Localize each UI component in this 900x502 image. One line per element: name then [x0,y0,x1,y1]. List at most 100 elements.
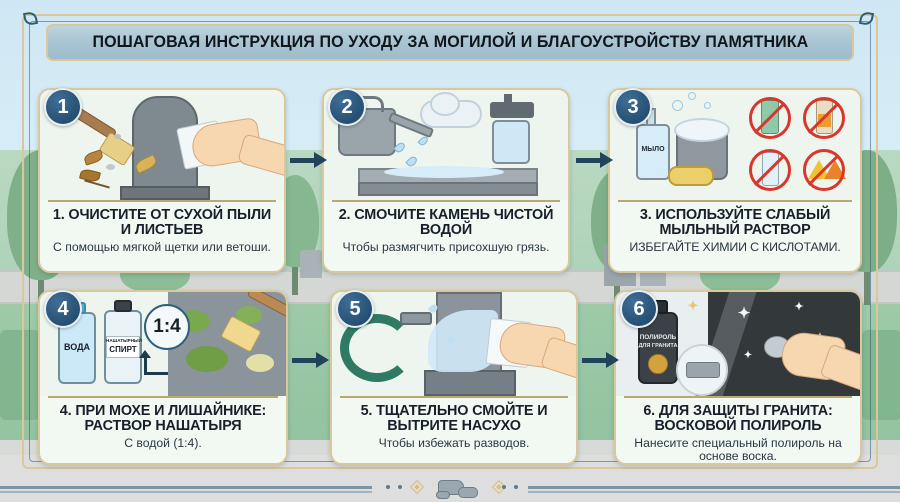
background-gravestone-icon [300,250,322,278]
page-title-bar: ПОШАГОВАЯ ИНСТРУКЦИЯ ПО УХОДУ ЗА МОГИЛОЙ… [46,24,854,61]
moss-stone-icon [168,292,286,396]
step-3-subtitle: ИЗБЕГАЙТЕ ХИМИИ С КИСЛОТАМИ. [629,239,841,254]
step-1-title: 1. ОЧИСТИТЕ ОТ СУХОЙ ПЫЛИ И ЛИСТЬЕВ [52,207,272,239]
step-card-6[interactable]: ✦ ✦ ✦ ✦ ✦ ПОЛИРОЛЬ ДЛЯ ГРАНИТА 6. ДЛЯ ЗА… [614,290,862,465]
ammonia-label-line1: НАШАТЫРНЫЙ [106,338,142,343]
water-bottle-label: ВОДА [63,342,91,352]
rule-line-icon [0,491,372,493]
leaf-finial-icon [22,10,40,34]
sparkle-icon: ✦ [743,350,753,361]
ammonia-label-box [106,336,140,358]
dust-icon [106,164,115,170]
prohibited-hazard-icon [800,146,848,194]
sponge-icon [668,166,714,186]
prohibited-acid-icon [746,146,794,194]
step-badge-5: 5 [336,290,374,328]
stone-icon [458,487,478,498]
step-1-subtitle: С помощью мягкой щетки или ветоши. [53,239,271,254]
hedge-icon [0,330,40,420]
rule-line-icon [528,486,900,489]
step-card-5[interactable]: 5. ТЩАТЕЛЬНО СМОЙТЕ И ВЫТРИТЕ НАСУХО Что… [330,290,578,465]
spray-nozzle-icon [490,102,534,118]
diamond-ornament-icon [409,479,425,495]
up-arrow-head [139,350,151,358]
bubbles-icon [688,92,696,100]
step-card-1[interactable]: 1. ОЧИСТИТЕ ОТ СУХОЙ ПЫЛИ И ЛИСТЬЕВ С по… [38,88,286,273]
sparkle-icon: ✦ [737,305,751,322]
polish-label-line1: ПОЛИРОЛЬ [639,334,677,341]
ammonia-cap-icon [114,300,132,312]
card-divider [48,200,276,202]
arrow-step2-to-step3 [576,152,616,169]
step-card-4[interactable]: ВОДА НАШАТЫРНЫЙ СПИРТ 1:4 4. ПРИ МОХЕ И … [38,290,288,465]
dot-ornament-icon [398,485,402,489]
step-6-subtitle: Нанесите специальный полироль на основе … [634,435,842,464]
step-4-subtitle: С водой (1:4). [124,435,202,450]
step-card-3[interactable]: МЫЛО [608,88,862,273]
prohibition-sign [803,149,845,191]
forearm-icon [236,133,284,177]
gravestone-base-icon [424,370,516,396]
bubbles-icon [704,102,711,109]
stone-slab-side-icon [358,182,538,196]
lichen-patch-icon [246,354,274,372]
dry-leaf-icon [82,149,105,166]
step-badge-2: 2 [328,88,366,126]
card-divider [48,396,278,398]
ratio-badge-icon: 1:4 [144,304,190,350]
sparkle-icon: ✦ [687,298,699,313]
step-6-caption: 6. ДЛЯ ЗАЩИТЫ ГРАНИТА: ВОСКОВОЙ ПОЛИРОЛЬ… [616,398,860,464]
step-badge-1: 1 [44,88,82,126]
step-2-title: 2. СМОЧИТЕ КАМЕНЬ ЧИСТОЙ ВОДОЙ [338,207,554,239]
step-5-caption: 5. ТЩАТЕЛЬНО СМОЙТЕ И ВЫТРИТЕ НАСУХО Что… [332,398,576,457]
step-card-2[interactable]: 2. СМОЧИТЕ КАМЕНЬ ЧИСТОЙ ВОДОЙ Чтобы раз… [322,88,570,273]
step-2-subtitle: Чтобы размягчить присохшую грязь. [342,239,550,254]
prohibition-sign [749,149,791,191]
rule-line-icon [528,491,900,493]
footer-ornament [0,474,900,502]
moss-patch-icon [236,306,262,324]
step-3-title: 3. ИСПОЛЬЗУЙТЕ СЛАБЫЙ МЫЛЬНЫЙ РАСТВОР [639,207,831,239]
page-title: ПОШАГОВАЯ ИНСТРУКЦИЯ ПО УХОДУ ЗА МОГИЛОЙ… [92,33,808,51]
step-6-title: 6. ДЛЯ ЗАЩИТЫ ГРАНИТА: ВОСКОВОЙ ПОЛИРОЛЬ [643,403,833,435]
step-badge-3: 3 [614,88,652,126]
soap-dispenser-icon [636,124,670,180]
card-divider [332,200,560,202]
card-divider [340,396,568,398]
arrow-step4-to-step5 [292,352,332,369]
polish-emblem-icon [648,354,668,374]
step-badge-4: 4 [44,290,82,328]
foam-icon [674,118,730,142]
step-2-caption: 2. СМОЧИТЕ КАМЕНЬ ЧИСТОЙ ВОДОЙ Чтобы раз… [324,202,568,261]
water-puddle-icon [384,166,504,178]
bubbles-icon [672,100,683,111]
card-divider [624,396,852,398]
stone-pile-icon [434,478,482,500]
spray-trigger-icon [504,94,512,104]
prohibition-sign [749,97,791,139]
prohibition-sign [803,97,845,139]
card-divider [618,200,852,202]
hose-nozzle-icon [400,312,432,325]
spray-bottle-icon [492,120,530,164]
step-4-illustration: ВОДА НАШАТЫРНЫЙ СПИРТ 1:4 [40,292,286,396]
step-3-caption: 3. ИСПОЛЬЗУЙТЕ СЛАБЫЙ МЫЛЬНЫЙ РАСТВОР ИЗ… [610,202,860,262]
up-arrow-icon [144,356,147,374]
stone-icon [436,491,450,499]
leaf-finial-icon [858,10,876,34]
moss-patch-icon [186,346,228,372]
step-5-subtitle: Чтобы избежать разводов. [378,435,530,450]
ammonia-label-line2: СПИРТ [109,345,137,354]
arrow-step1-to-step2 [290,152,330,169]
step-4-caption: 4. ПРИ МОХЕ И ЛИШАЙНИКЕ: РАСТВОР НАШАТЫР… [40,398,286,457]
prohibited-solvent-icon [746,94,794,142]
sparkle-icon: ✦ [794,301,804,313]
soap-label: МЫЛО [641,146,665,153]
prohibited-toxic-icon [800,94,848,142]
ratio-value: 1:4 [153,316,181,337]
connector-line [144,372,168,375]
garden-hose-icon [340,314,414,382]
dust-icon [114,134,121,139]
dot-ornament-icon [502,485,506,489]
